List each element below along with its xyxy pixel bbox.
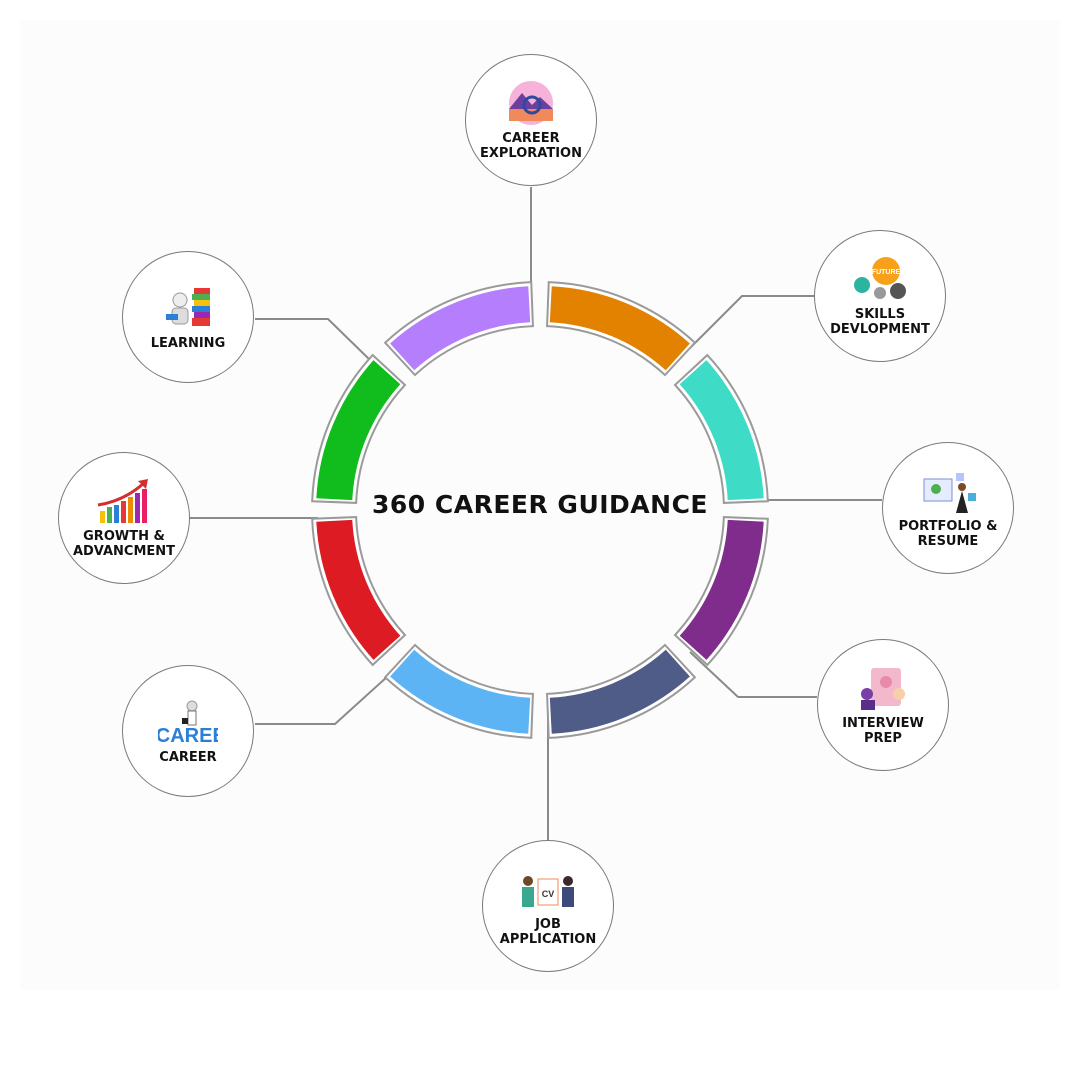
connector-skills (689, 295, 814, 349)
connector-interview (689, 651, 817, 698)
node-label: SKILLS DEVLOPMENT (830, 307, 930, 337)
growth-chart-icon (94, 477, 154, 525)
node-portfolio-resume[interactable]: PORTFOLIO & RESUME (882, 442, 1014, 574)
books-learning-icon (158, 284, 218, 332)
node-label: CAREER EXPLORATION (479, 131, 582, 161)
ring-segment (316, 519, 401, 660)
ring-segment (679, 360, 764, 501)
ring-segment (549, 649, 690, 734)
node-career-exploration[interactable]: CAREER EXPLORATION (465, 54, 597, 186)
interview-icon (853, 664, 913, 712)
node-label: LEARNING (150, 335, 226, 351)
node-label: INTERVIEW PREP (842, 716, 924, 746)
node-label: JOB APPLICATION (499, 917, 597, 947)
node-growth-advancement[interactable]: GROWTH & ADVANCMENT (58, 452, 190, 584)
node-learning[interactable]: LEARNING (122, 251, 254, 383)
job-application-icon: CV (518, 865, 578, 913)
node-skills-development[interactable]: FUTURE SKILLS DEVLOPMENT (814, 230, 946, 362)
svg-text:FUTURE: FUTURE (872, 269, 901, 276)
node-career[interactable]: CAREER CAREER (122, 665, 254, 797)
node-label: GROWTH & ADVANCMENT (72, 529, 176, 559)
svg-text:CV: CV (542, 889, 555, 899)
node-interview-prep[interactable]: INTERVIEW PREP (817, 639, 949, 771)
node-label: CAREER (159, 749, 217, 765)
portfolio-design-icon (918, 467, 978, 515)
career-exploration-icon (501, 79, 561, 127)
ring-segment (316, 360, 401, 501)
diagram-title: 360 CAREER GUIDANCE (371, 490, 708, 519)
ring-segment (549, 286, 690, 371)
career-figure-icon: CAREER (158, 698, 218, 746)
connector-learning (255, 318, 371, 361)
ring-segment (679, 519, 764, 660)
ring-segment (390, 286, 531, 371)
ring-segment (390, 649, 531, 734)
node-label: PORTFOLIO & RESUME (898, 519, 998, 549)
skills-future-icon: FUTURE (850, 255, 910, 303)
node-job-application[interactable]: CV JOB APPLICATION (482, 840, 614, 972)
connector-career (255, 675, 389, 725)
svg-text:CAREER: CAREER (158, 725, 218, 746)
